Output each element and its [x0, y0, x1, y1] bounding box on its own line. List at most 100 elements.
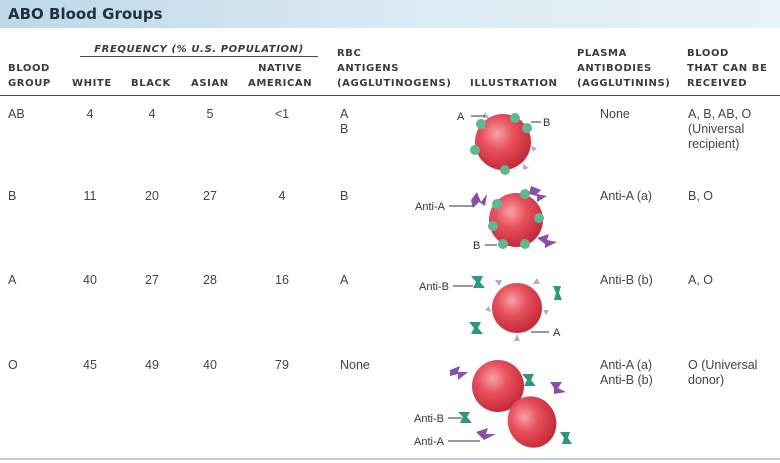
header-blood-received: BLOOD THAT CAN BE RECEIVED [687, 46, 767, 91]
illustration-b: Anti-A B [415, 186, 557, 252]
antigen-b [500, 165, 510, 175]
illustration-ab: A B [457, 111, 550, 175]
red-blood-cell [489, 193, 543, 247]
header-line: ANTIGENS [337, 63, 400, 74]
anti-b-antibody [522, 374, 536, 386]
anti-a-antibody [476, 428, 496, 440]
asian-cell: 5 [206, 107, 214, 121]
antigen-line: A [340, 107, 349, 121]
antigen-a [470, 145, 480, 155]
antigen-spike [523, 164, 529, 170]
header-line: AMERICAN [248, 78, 313, 89]
anti-a-antibody [471, 192, 487, 208]
antigen-b [534, 213, 544, 223]
received-line: donor) [688, 373, 725, 387]
antigen-a [476, 119, 486, 129]
antigen-spike [495, 280, 502, 286]
received-cell: O (Universal donor) [688, 358, 757, 388]
header-native-american: NATIVE AMERICAN [248, 61, 312, 91]
antibodies-cell: None [600, 107, 630, 121]
antigen-spike [531, 146, 537, 152]
header-line: PLASMA [577, 48, 627, 59]
received-line: (Universal [688, 122, 745, 136]
title-bar: ABO Blood Groups [0, 0, 780, 28]
header-asian: ASIAN [191, 78, 229, 89]
header-line: (AGGLUTINOGENS) [337, 78, 452, 89]
header-line: (AGGLUTININS) [577, 78, 671, 89]
antigen-b [488, 221, 498, 231]
white-cell: 11 [83, 189, 97, 203]
native-cell: <1 [274, 107, 290, 121]
received-line: recipient) [688, 137, 740, 151]
native-cell: 4 [278, 189, 286, 203]
header-divider [0, 95, 780, 96]
received-cell: A, O [688, 273, 714, 287]
antibodies-cell: Anti-B (b) [600, 273, 653, 287]
antigen-b [520, 239, 530, 249]
header-line: GROUP [8, 78, 51, 89]
antigen-spike [533, 278, 540, 284]
black-cell: 20 [145, 189, 159, 203]
antigen-spike [543, 310, 549, 315]
black-cell: 49 [145, 358, 159, 372]
white-cell: 4 [86, 107, 94, 121]
antigen-b [520, 189, 530, 199]
page-title: ABO Blood Groups [8, 5, 163, 23]
blood-group-cell: B [8, 189, 17, 203]
bottom-divider [0, 458, 780, 460]
white-cell: 45 [83, 358, 97, 372]
antibodies-cell: Anti-A (a) [600, 189, 653, 203]
illustration-label: Anti-B [414, 413, 444, 425]
antigens-cell: A [340, 273, 349, 287]
red-blood-cell [475, 114, 531, 170]
header-rbc-antigens: RBC ANTIGENS (AGGLUTINOGENS) [337, 46, 451, 91]
antigens-cell: A B [340, 107, 348, 137]
header-line: NATIVE [258, 63, 303, 74]
antibody-line: Anti-B (b) [600, 373, 653, 387]
antigens-cell: None [340, 358, 370, 372]
blood-group-cell: O [8, 358, 18, 372]
received-line: O (Universal [688, 358, 758, 372]
illustration-label: A [457, 111, 465, 123]
antigen-b [492, 199, 502, 209]
header-line: BLOOD [687, 48, 729, 59]
antigen-a [522, 123, 532, 133]
anti-b-antibody [471, 276, 485, 288]
anti-b-antibody [469, 322, 483, 334]
illustration-label: Anti-B [419, 281, 449, 293]
illustration-a: Anti-B A [419, 276, 562, 341]
antibodies-cell: Anti-A (a) Anti-B (b) [600, 358, 653, 388]
header-line: RBC [337, 48, 362, 59]
anti-a-antibody [550, 382, 566, 394]
anti-a-antibody [537, 234, 557, 248]
header-line: BLOOD [8, 63, 50, 74]
black-cell: 4 [148, 107, 156, 121]
header-white: WHITE [72, 78, 112, 89]
header-black: BLACK [131, 78, 171, 89]
header-line: THAT CAN BE [687, 63, 768, 74]
native-cell: 16 [275, 273, 289, 287]
red-blood-cell [472, 360, 524, 412]
anti-a-antibody [529, 186, 547, 202]
antigen-b [510, 113, 520, 123]
illustration-o: Anti-B Anti-A [414, 360, 572, 448]
illustration-label: Anti-A [415, 201, 446, 213]
asian-cell: 27 [203, 189, 217, 203]
red-blood-cell [492, 283, 542, 333]
header-plasma-antibodies: PLASMA ANTIBODIES (AGGLUTININS) [577, 46, 670, 91]
received-cell: A, B, AB, O (Universal recipient) [688, 107, 751, 152]
anti-b-antibody [458, 412, 472, 423]
received-cell: B, O [688, 189, 714, 203]
antigen-b [498, 239, 508, 249]
illustration-label: Anti-A [414, 436, 445, 448]
illustration-label: B [473, 240, 480, 252]
asian-cell: 28 [203, 273, 217, 287]
anti-b-antibody [553, 286, 562, 300]
white-cell: 40 [83, 273, 97, 287]
header-blood-group: BLOOD GROUP [8, 61, 51, 91]
header-frequency-group: FREQUENCY (% U.S. POPULATION) [80, 39, 318, 57]
native-cell: 79 [275, 358, 289, 372]
blood-group-cell: A [8, 273, 17, 287]
antigen-spike [485, 306, 491, 312]
antigens-cell: B [340, 189, 349, 203]
